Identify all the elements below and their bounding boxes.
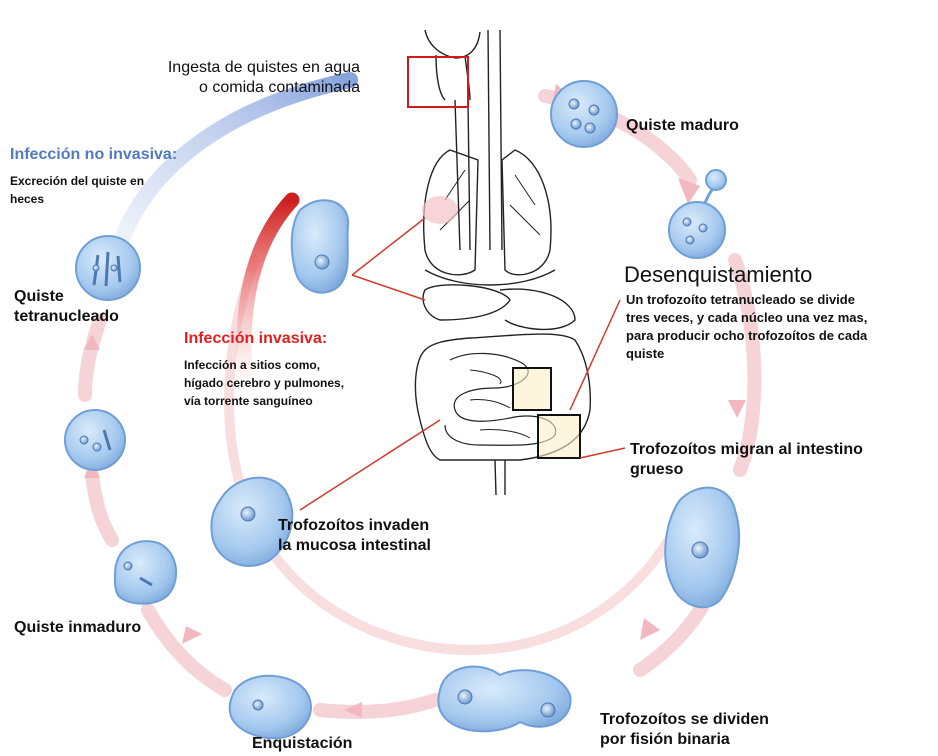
migrate-label: Trofozoítos migran al intestino grueso <box>630 440 863 480</box>
cyst-icon <box>551 81 617 147</box>
excystation-title: Desenquistamiento <box>624 262 812 288</box>
invasive-description: Infección a sitios como, hígado cerebro … <box>184 356 344 410</box>
ring-segment-left <box>85 320 100 395</box>
non-invasive-line: Excreción del quiste en <box>10 172 144 190</box>
trophozoite-icon <box>438 667 570 732</box>
excystation-line: Un trofozoíto tetranucleado se divide <box>626 291 867 309</box>
invasive-title: Infección invasiva: <box>184 330 327 348</box>
excystation-line: tres veces, y cada núcleo una vez mas, <box>626 309 867 327</box>
excystation-line: para producir ocho trofozoítos de cada <box>626 327 867 345</box>
invade-mucosa-line: la mucosa intestinal <box>278 536 431 556</box>
invasive-line: vía torrente sanguíneo <box>184 392 344 410</box>
binary-fission-line: Trofozoítos se dividen <box>600 710 769 730</box>
arrowhead <box>182 626 202 644</box>
immature-cyst-label: Quiste inmaduro <box>14 618 141 638</box>
arrowhead <box>640 618 660 640</box>
invade-mucosa-line: Trofozoítos invaden <box>278 516 431 536</box>
non-invasive-line: heces <box>10 190 144 208</box>
invasive-line: hígado cerebro y pulmones, <box>184 374 344 392</box>
cyst-icon <box>115 541 176 604</box>
intestine-highlight-box-1 <box>513 368 551 410</box>
trophozoite-icon <box>292 200 348 292</box>
ring-segment-bottom-left <box>148 610 225 690</box>
binary-fission-line: por fisión binaria <box>600 730 769 750</box>
migrate-line: Trofozoítos migran al intestino <box>630 440 863 460</box>
cyst-icon <box>669 170 726 258</box>
non-invasive-title: Infección no invasiva: <box>10 146 177 164</box>
arrowhead <box>728 400 746 418</box>
non-invasive-description: Excreción del quiste en heces <box>10 172 144 208</box>
ring-segment-left-lower <box>92 475 112 540</box>
ingestion-line-2: o comida contaminada <box>108 78 360 98</box>
intestine-highlight-box-2 <box>538 415 580 458</box>
tetranucleate-cyst-label: Quiste tetranucleado <box>14 287 119 327</box>
invasive-line: Infección a sitios como, <box>184 356 344 374</box>
encystation-label: Enquistación <box>252 734 352 754</box>
trophozoite-icon <box>665 488 739 608</box>
migrate-line: grueso <box>630 460 863 480</box>
ingestion-label: Ingesta de quistes en agua o comida cont… <box>108 58 360 98</box>
trophozoite-icon <box>230 676 311 738</box>
invade-mucosa-label: Trofozoítos invaden la mucosa intestinal <box>278 516 431 556</box>
tetranucleate-line: tetranucleado <box>14 307 119 327</box>
ingestion-line-1: Ingesta de quistes en agua <box>108 58 360 78</box>
binary-fission-label: Trofozoítos se dividen por fisión binari… <box>600 710 769 750</box>
ring-segment-bottom <box>320 700 435 712</box>
mature-cyst-label: Quiste maduro <box>626 116 739 136</box>
pointer-lines <box>300 218 625 510</box>
excystation-line: quiste <box>626 345 867 363</box>
lung-highlight <box>422 196 458 224</box>
tetranucleate-line: Quiste <box>14 287 119 307</box>
cyst-icon <box>65 410 125 470</box>
excystation-description: Un trofozoíto tetranucleado se divide tr… <box>626 291 867 363</box>
